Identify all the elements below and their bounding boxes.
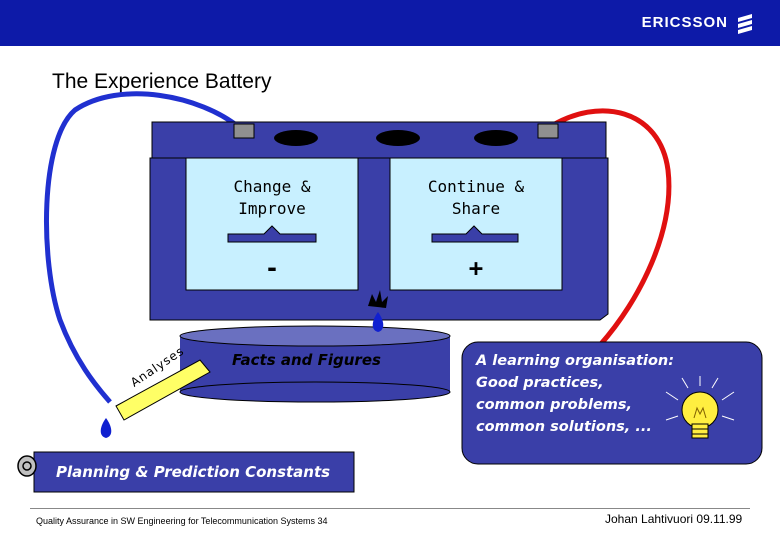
footer-course: Quality Assurance in SW Engineering for …: [36, 516, 328, 526]
drop-icon: [372, 312, 384, 332]
cell-negative: [185, 157, 359, 291]
planning-knob-icon: [17, 455, 37, 477]
learning-box: [461, 341, 763, 465]
footer-author: Johan Lahtivuori 09.11.99: [605, 512, 743, 526]
negative-wire: [43, 91, 242, 404]
cell-positive-label: Continue & Share: [427, 177, 525, 218]
cap-2-icon: [376, 130, 420, 146]
planning-plate: [33, 451, 355, 493]
lightbulb-icon: [665, 376, 735, 439]
analyses-drop-icon: [100, 418, 112, 438]
ericsson-logo-icon: [738, 14, 752, 34]
cell-positive: [389, 157, 563, 291]
analyses-tube: [115, 359, 211, 421]
spark-icon: [368, 290, 388, 308]
positive-terminal-icon: [537, 123, 559, 139]
footer-divider: [30, 508, 750, 509]
negative-terminal-icon: [233, 123, 255, 139]
learning-text: A learning organisation: Good practices,…: [476, 353, 675, 435]
page-title: The Experience Battery: [52, 70, 272, 93]
positive-wire: [546, 108, 672, 347]
positive-sign: +: [468, 254, 484, 282]
planning-label: Planning & Prediction Constants: [56, 463, 331, 481]
cap-3-icon: [474, 130, 518, 146]
cap-1-icon: [274, 130, 318, 146]
negative-sign: -: [264, 254, 280, 282]
ericsson-logo: ERICSSON: [641, 14, 728, 31]
header-bar: [0, 0, 780, 46]
cell-negative-label: Change & Improve: [233, 177, 311, 218]
facts-label: Facts and Figures: [232, 351, 381, 369]
